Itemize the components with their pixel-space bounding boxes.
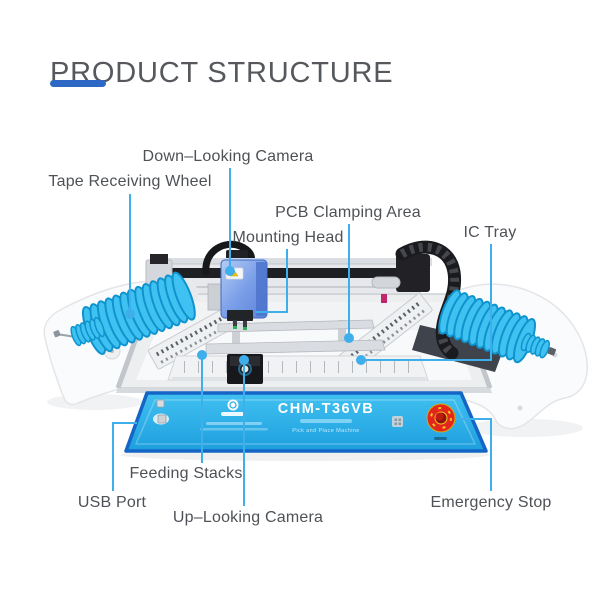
left-tape-coil: [81, 271, 196, 355]
title-underline: [50, 80, 106, 87]
cert-icon: [392, 416, 403, 427]
leader-emergency-stop: [455, 418, 492, 491]
label-tape-receiving-wheel: Tape Receiving Wheel: [48, 173, 212, 190]
connector-red: [381, 294, 387, 303]
leader-dots: [125, 266, 366, 365]
dot-pcb-clamping-area: [344, 333, 354, 343]
dot-down-looking-camera: [225, 266, 235, 276]
dot-ic-tray: [356, 355, 366, 365]
cable-arch: [202, 240, 256, 276]
label-ic-tray: IC Tray: [463, 224, 517, 241]
label-down-looking-camera: Down–Looking Camera: [142, 148, 314, 165]
leader-ic-tray: [364, 244, 492, 361]
emergency-stop-button: [426, 403, 456, 440]
base-panel: CHM-T36VB Pick and Place Machine: [124, 391, 488, 453]
back-rail: [150, 258, 432, 266]
leader-mounting-head: [256, 249, 288, 313]
dot-tape-receiving-wheel: [125, 309, 135, 319]
label-mounting-head: Mounting Head: [232, 229, 344, 246]
label-pcb-clamping-area: PCB Clamping Area: [275, 204, 421, 221]
label-usb-port: USB Port: [77, 494, 147, 511]
page-title: PRODUCT STRUCTURE: [50, 57, 394, 90]
dot-feeding-stacks: [197, 350, 207, 360]
estop-caption: [434, 437, 447, 440]
usb-ports: [153, 399, 169, 425]
gantry-belt: [166, 268, 404, 278]
model-name: CHM-T36VB: [278, 401, 374, 417]
nozzles: [233, 320, 247, 330]
right-coil-tail: [520, 332, 557, 359]
left-coil-tail: [53, 316, 105, 347]
nozzle-bracket: [227, 310, 253, 321]
label-emergency-stop: Emergency Stop: [430, 494, 552, 511]
right-roller-stub: [371, 276, 401, 289]
pcb-clamping-rails: [205, 319, 386, 355]
brand-logo: [200, 399, 268, 431]
dot-up-looking-camera: [239, 355, 249, 365]
right-tape-coil: [438, 289, 536, 364]
leader-lines: [112, 168, 492, 506]
label-up-looking-camera: Up–Looking Camera: [172, 509, 324, 526]
leader-usb-port: [112, 422, 137, 491]
model-subtitle-cn: [300, 419, 352, 423]
label-feeding-stacks: Feeding Stacks: [129, 465, 243, 482]
model-tagline: Pick and Place Machine: [292, 428, 360, 434]
gantry-right-motor: [396, 254, 430, 292]
